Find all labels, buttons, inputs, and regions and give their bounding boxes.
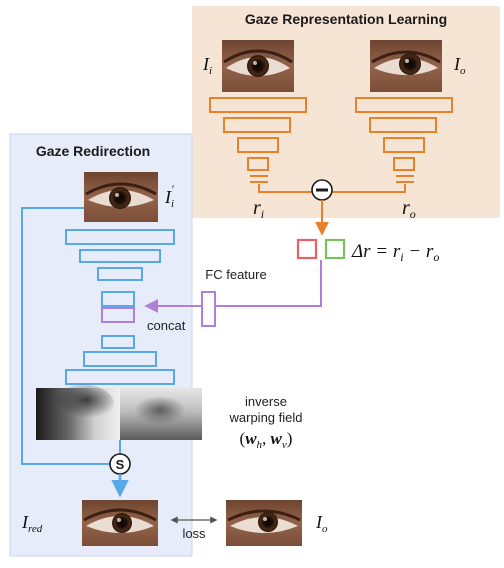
input-image-label-top: Ii xyxy=(202,54,212,77)
concat-label: concat xyxy=(147,318,186,333)
input-image-label-left: Ii′ xyxy=(164,182,174,210)
warp-math: (wh, wv) xyxy=(240,429,293,451)
skip-connection xyxy=(21,207,110,465)
target-image-label-top: Io xyxy=(453,54,466,77)
left-panel-title: Gaze Redirection xyxy=(36,143,150,159)
output-image-label: Ired xyxy=(21,512,43,535)
eye-photo-target-bottom xyxy=(226,500,302,546)
eye-photo-output xyxy=(82,500,158,546)
sampler-s-icon: S xyxy=(109,453,131,475)
concat-block-purple xyxy=(101,307,135,323)
connector-delta-to-fc xyxy=(215,260,322,307)
delta-box-green xyxy=(324,238,346,260)
top-panel-title: Gaze Representation Learning xyxy=(245,11,447,27)
encoder-left-top xyxy=(209,97,307,183)
encoder-left-panel xyxy=(65,229,175,281)
eye-photo-input-top xyxy=(222,40,294,92)
decoder-left-panel xyxy=(65,335,175,385)
rep-left-label: ri xyxy=(253,197,264,221)
warp-field-vertical xyxy=(120,388,202,440)
target-image-label-bottom: Io xyxy=(315,512,328,535)
warp-field-horizontal xyxy=(36,384,120,440)
fc-feature-block xyxy=(201,291,216,327)
fc-feature-label: FC feature xyxy=(205,267,266,282)
connector-right-to-minus xyxy=(331,184,406,193)
delta-equation: Δr = ri − ro xyxy=(351,241,439,264)
warp-caption-line2: warping field xyxy=(229,410,303,425)
connector-left-to-minus xyxy=(258,184,313,193)
loss-label: loss xyxy=(182,526,206,541)
concat-block-blue xyxy=(101,291,135,307)
eye-photo-input-left xyxy=(84,172,158,222)
delta-box-red xyxy=(296,238,318,260)
minus-operator-icon xyxy=(311,179,333,201)
rep-right-label: ro xyxy=(402,197,416,221)
encoder-right-top xyxy=(355,97,453,183)
svg-text:S: S xyxy=(116,457,125,472)
eye-photo-target-top xyxy=(370,40,442,92)
warp-caption-line1: inverse xyxy=(245,394,287,409)
